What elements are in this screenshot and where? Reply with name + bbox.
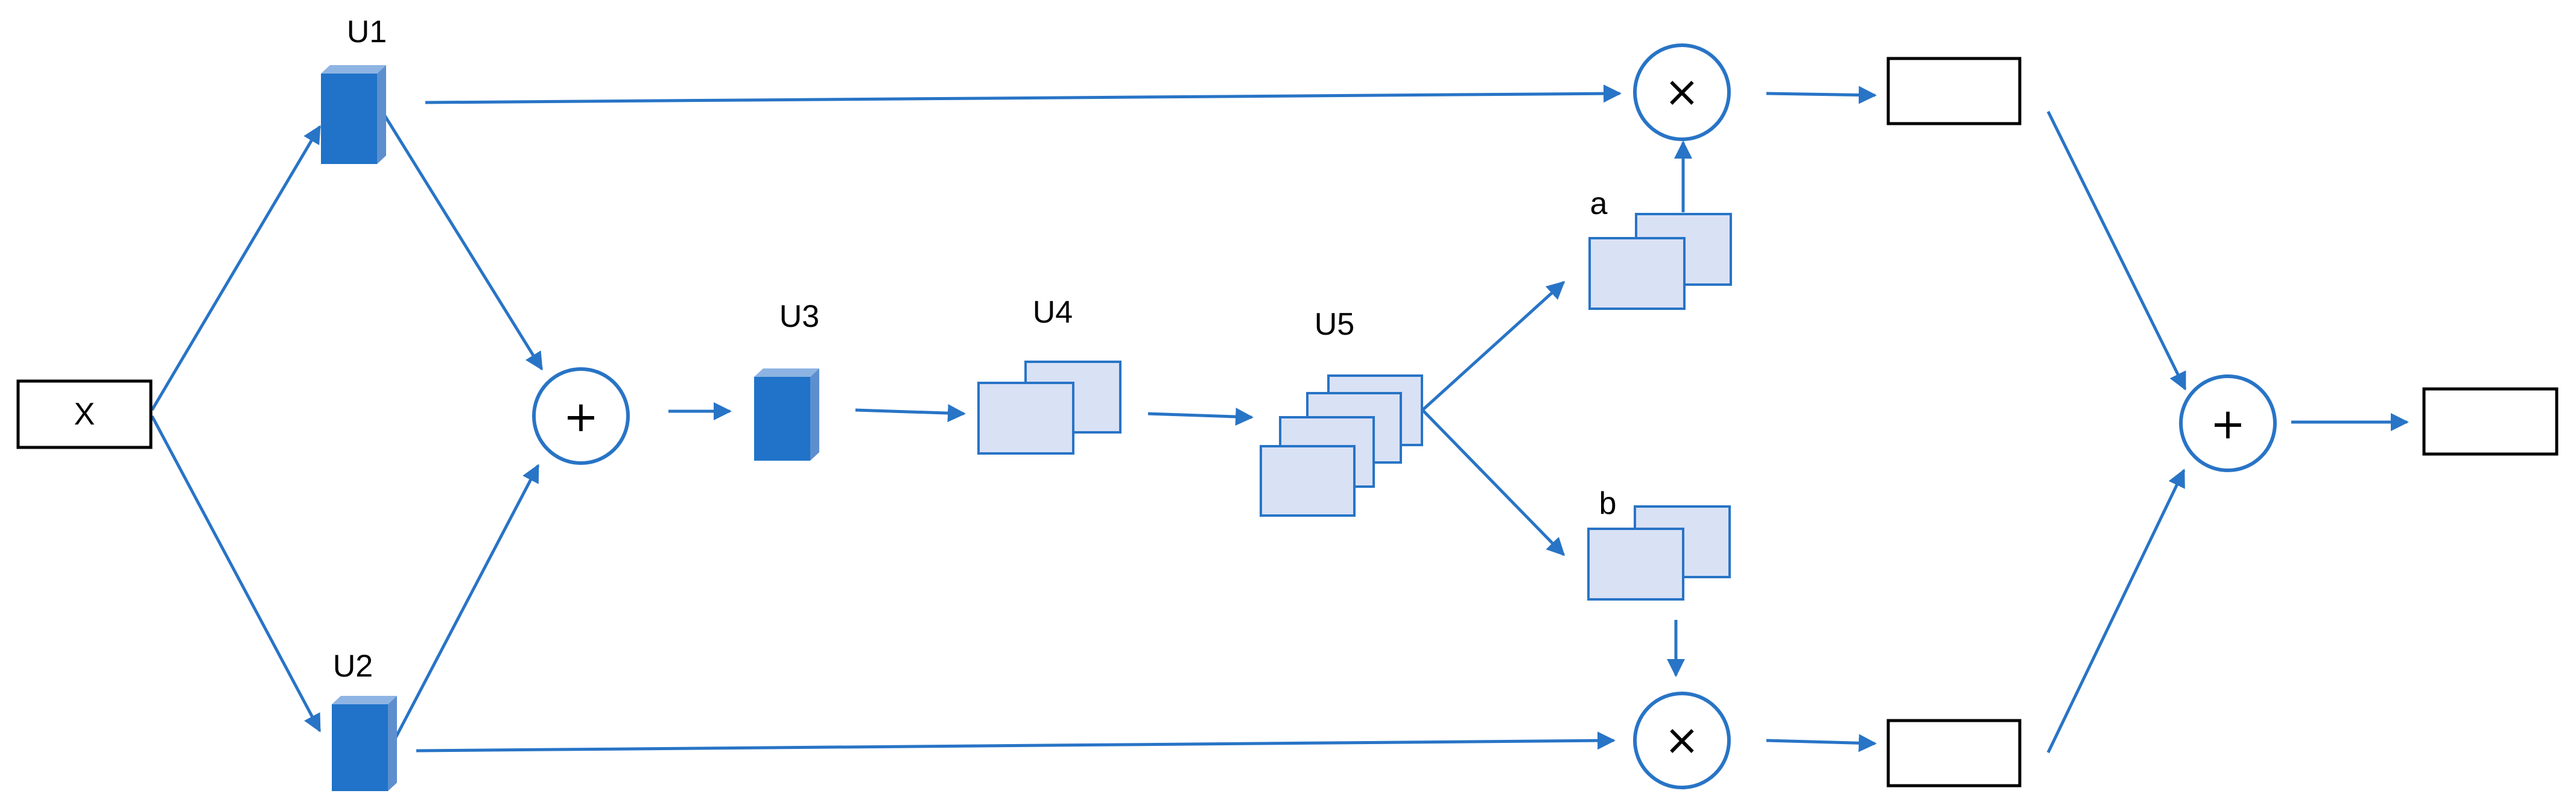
u5-feature-maps [1260, 374, 1423, 517]
u5-map-4 [1260, 445, 1356, 517]
output-box [2422, 387, 2559, 456]
arrow-u2-to-multiply-bottom [416, 731, 1616, 753]
result-box-bottom [1886, 719, 2022, 787]
u3-block-front [754, 377, 810, 461]
u2-block-top [332, 696, 397, 704]
arrow-top-box-to-add [2046, 110, 2187, 391]
u4-map-front [977, 382, 1074, 455]
add-circle-right [2179, 374, 2277, 472]
arrow-multiply-bottom-to-box [1766, 734, 1877, 753]
u2-block-side [388, 696, 397, 791]
arrow-multiply-top-to-box [1766, 86, 1877, 104]
multiply-symbol-bottom: × [1664, 715, 1700, 765]
u2-block [332, 696, 397, 791]
arrow-u3-to-u4 [855, 404, 966, 423]
arrow-u2-to-add [393, 464, 540, 740]
add-operator-right: + [2179, 374, 2277, 472]
u1-block-top [321, 65, 386, 74]
u1-label: U1 [347, 14, 387, 49]
u2-block-front [332, 704, 388, 791]
u1-block [321, 65, 386, 164]
multiply-symbol-top: × [1664, 67, 1700, 116]
u4-label: U4 [1033, 295, 1073, 330]
multiply-circle-top [1633, 43, 1731, 141]
arrow-u5-to-b [1421, 409, 1566, 557]
u3-label: U3 [779, 299, 819, 334]
b-map-front [1587, 528, 1684, 601]
u3-block [754, 368, 819, 461]
add-circle-left [532, 367, 630, 465]
arrow-u1-to-add [383, 115, 544, 371]
u1-block-side [377, 65, 386, 164]
u2-label: U2 [333, 649, 373, 684]
b-feature-maps [1587, 505, 1731, 601]
u1-block-front [321, 74, 377, 164]
a-map-front [1588, 237, 1686, 310]
arrow-x-to-u1 [150, 125, 322, 411]
arrow-x-to-u2 [150, 415, 322, 733]
input-node: X [16, 379, 153, 449]
a-label: a [1590, 186, 1608, 221]
arrow-bottom-box-to-add [2046, 469, 2186, 754]
u4-feature-maps [977, 361, 1121, 455]
input-box [16, 379, 153, 449]
u3-block-top [754, 368, 819, 377]
a-feature-maps [1588, 213, 1732, 310]
arrow-u4-to-u5 [1147, 408, 1254, 426]
result-box-top [1886, 57, 2022, 125]
arrow-u1-to-multiply-top [425, 84, 1622, 104]
u3-block-side [810, 368, 819, 461]
arrow-u5-to-a [1421, 280, 1566, 411]
connections [150, 84, 2409, 754]
multiply-circle-bottom [1633, 692, 1731, 789]
multiply-operator-top: × [1633, 43, 1731, 141]
add-operator-left: + [532, 367, 630, 465]
u5-label: U5 [1315, 307, 1354, 342]
b-label: b [1599, 486, 1617, 521]
add-symbol-right: + [2210, 399, 2246, 449]
multiply-operator-bottom: × [1633, 692, 1731, 789]
input-label: X [74, 397, 95, 432]
add-symbol-left: + [563, 392, 599, 441]
